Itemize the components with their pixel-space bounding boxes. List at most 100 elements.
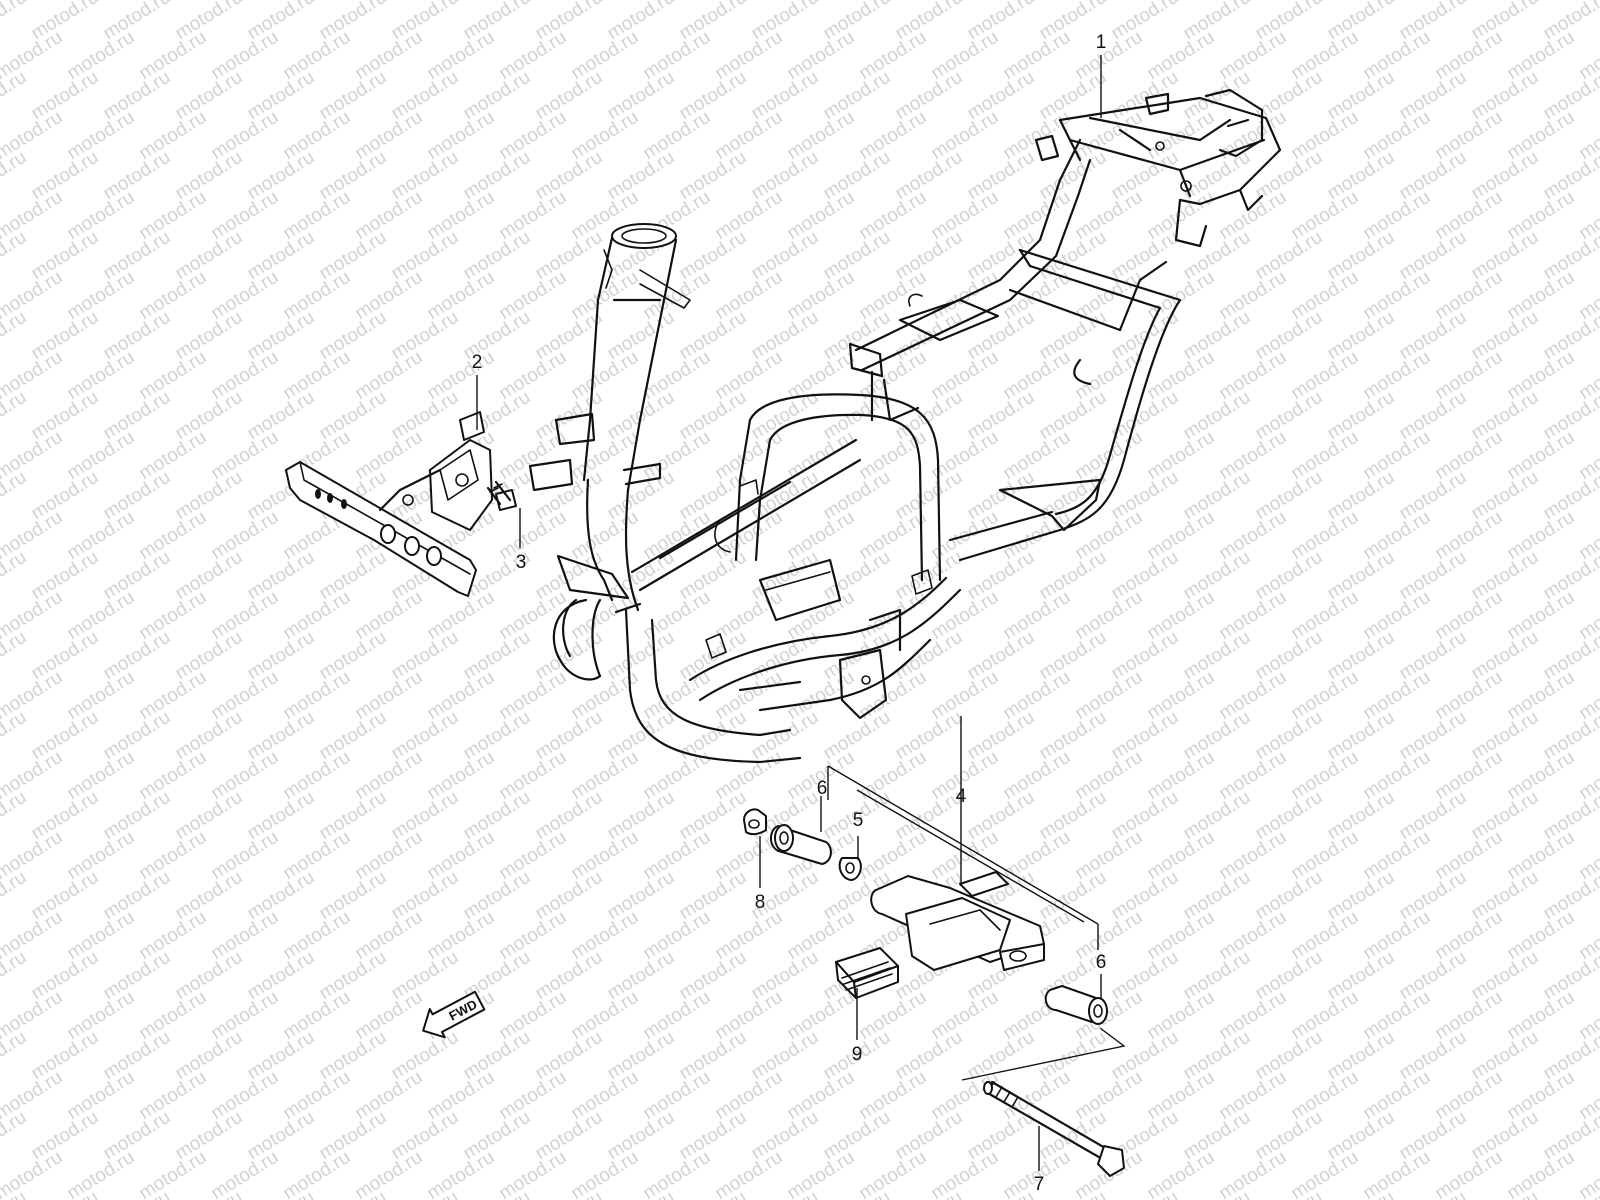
watermark-text: motod.ru [640, 267, 715, 325]
watermark-text: motod.ru [640, 587, 715, 645]
upper-rails [848, 138, 1182, 562]
watermark-text: motod.ru [1252, 787, 1327, 845]
watermark-text: motod.ru [1180, 547, 1255, 605]
watermark-text: motod.ru [388, 227, 463, 285]
watermark-text: motod.ru [496, 667, 571, 725]
watermark-text: motod.ru [460, 787, 535, 845]
watermark-text: motod.ru [1396, 787, 1471, 845]
watermark-text: motod.ru [1252, 627, 1327, 685]
watermark-text: motod.ru [1468, 147, 1543, 205]
watermark-text: motod.ru [0, 947, 30, 1005]
watermark-text: motod.ru [1252, 947, 1327, 1005]
watermark-text: motod.ru [964, 627, 1039, 685]
watermark-text: motod.ru [1360, 1067, 1435, 1125]
watermark-text: motod.ru [1288, 507, 1363, 565]
watermark-text: motod.ru [100, 67, 175, 125]
watermark-text: motod.ru [1108, 387, 1183, 445]
watermark-text: motod.ru [1036, 1107, 1111, 1165]
watermark-text: motod.ru [244, 307, 319, 365]
watermark-text: motod.ru [532, 787, 607, 845]
watermark-text: motod.ru [136, 667, 211, 725]
watermark-text: motod.ru [1072, 187, 1147, 245]
watermark-text: motod.ru [1216, 587, 1291, 645]
watermark-text: motod.ru [892, 707, 967, 765]
watermark-text: motod.ru [424, 267, 499, 325]
main-spars [630, 393, 962, 720]
rubber-damper-9 [835, 947, 899, 999]
watermark-text: motod.ru [568, 27, 643, 85]
watermark-text: motod.ru [280, 827, 355, 885]
watermark-text: motod.ru [1000, 427, 1075, 485]
watermark-text: motod.ru [676, 67, 751, 125]
watermark-text: motod.ru [604, 147, 679, 205]
watermark-text: motod.ru [1108, 947, 1183, 1005]
watermark-text: motod.ru [388, 67, 463, 125]
watermark-text: motod.ru [496, 747, 571, 805]
watermark-text: motod.ru [712, 267, 787, 325]
watermark-text: motod.ru [280, 347, 355, 405]
watermark-text: motod.ru [604, 467, 679, 525]
main-frame [528, 88, 1282, 764]
watermark-text: motod.ru [1216, 987, 1291, 1045]
watermark-text: motod.ru [208, 827, 283, 885]
watermark-text: motod.ru [1324, 1027, 1399, 1085]
watermark-text: motod.ru [28, 707, 103, 765]
watermark-text: motod.ru [1216, 427, 1291, 485]
watermark-text: motod.ru [424, 1147, 499, 1200]
watermark-text: motod.ru [640, 827, 715, 885]
watermark-text: motod.ru [1360, 507, 1435, 565]
watermark-text: motod.ru [1252, 1107, 1327, 1165]
watermark-text: motod.ru [784, 267, 859, 325]
watermark-text: motod.ru [1360, 187, 1435, 245]
watermark-text: motod.ru [1468, 67, 1543, 125]
watermark-text: motod.ru [100, 1107, 175, 1165]
watermark-text: motod.ru [64, 827, 139, 885]
watermark-text: motod.ru [1396, 947, 1471, 1005]
watermark-text: motod.ru [1108, 787, 1183, 845]
watermark-text: motod.ru [172, 1107, 247, 1165]
watermark-text: motod.ru [316, 67, 391, 125]
watermark-text: motod.ru [964, 787, 1039, 845]
watermark-text: motod.ru [280, 1067, 355, 1125]
watermark-text: motod.ru [1360, 747, 1435, 805]
watermark-text: motod.ru [388, 387, 463, 445]
watermark-text: motod.ru [496, 107, 571, 165]
watermark-text: motod.ru [0, 0, 30, 44]
watermark-text: motod.ru [172, 547, 247, 605]
watermark-text: motod.ru [136, 507, 211, 565]
watermark-text: motod.ru [1396, 467, 1471, 525]
watermark-text: motod.ru [712, 747, 787, 805]
watermark-text: motod.ru [532, 467, 607, 525]
watermark-text: motod.ru [1468, 547, 1543, 605]
watermark-text: motod.ru [820, 547, 895, 605]
watermark-text: motod.ru [676, 1107, 751, 1165]
watermark-text: motod.ru [1216, 267, 1291, 325]
watermark-text: motod.ru [352, 27, 427, 85]
watermark-text: motod.ru [964, 707, 1039, 765]
watermark-text: motod.ru [28, 67, 103, 125]
watermark-text: motod.ru [424, 827, 499, 885]
watermark-text: motod.ru [1396, 707, 1471, 765]
watermark-text: motod.ru [1288, 987, 1363, 1045]
watermark-text: motod.ru [928, 987, 1003, 1045]
watermark-text: motod.ru [1468, 467, 1543, 525]
watermark-text: motod.ru [604, 707, 679, 765]
callout-1: 1 [1096, 32, 1107, 53]
watermark-text: motod.ru [1108, 627, 1183, 685]
watermark-text: motod.ru [172, 787, 247, 845]
front-bracket [285, 411, 493, 597]
watermark-text: motod.ru [208, 107, 283, 165]
watermark-text: motod.ru [1036, 787, 1111, 845]
watermark-text: motod.ru [784, 507, 859, 565]
watermark-text: motod.ru [964, 227, 1039, 285]
watermark-text: motod.ru [676, 867, 751, 925]
watermark-text: motod.ru [460, 227, 535, 285]
watermark-text: motod.ru [64, 747, 139, 805]
watermark-text: motod.ru [424, 1067, 499, 1125]
callout-labels: 1 2 3 4 5 6 6 7 8 9 [472, 32, 1107, 1195]
watermark-text: motod.ru [1360, 27, 1435, 85]
watermark-text: motod.ru [244, 1107, 319, 1165]
watermark-text: motod.ru [604, 867, 679, 925]
watermark-text: motod.ru [928, 587, 1003, 645]
watermark-text: motod.ru [784, 987, 859, 1045]
